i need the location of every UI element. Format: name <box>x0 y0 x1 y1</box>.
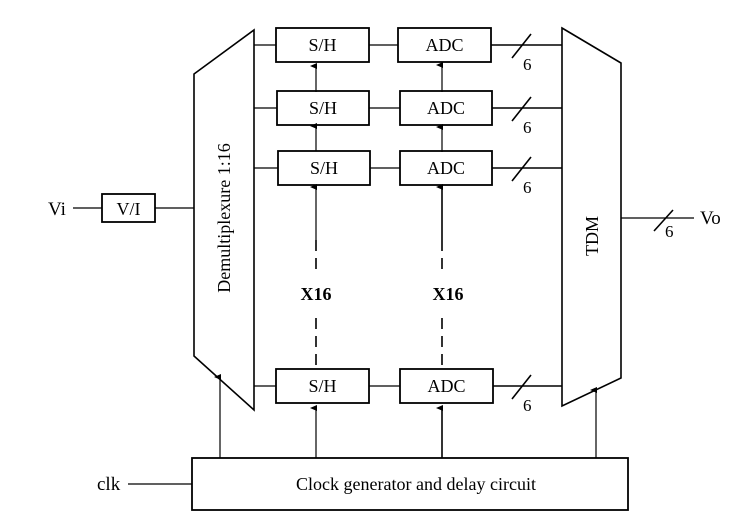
sample-hold-label: S/H <box>308 376 336 396</box>
bus-width-label: 6 <box>523 396 532 415</box>
bus-width-label: 6 <box>523 178 532 197</box>
bus-width-slash <box>511 96 532 122</box>
bus-width-label: 6 <box>523 118 532 137</box>
sample-hold-label: S/H <box>310 158 338 178</box>
output-label-vo: Vo <box>700 208 721 229</box>
bus-width-slash <box>511 374 532 400</box>
channel-row: S/H ADC 6 <box>254 90 562 137</box>
clock-generator-block <box>191 457 629 511</box>
channel-row: S/H ADC 6 <box>254 27 562 74</box>
sample-hold-block <box>275 368 370 404</box>
tdm-label: TDM <box>582 216 602 256</box>
channel-row: S/H ADC 6 <box>254 368 562 415</box>
bus-width-slash <box>511 156 532 182</box>
adc-repeat-label: X16 <box>433 284 464 304</box>
output-bus-slash <box>653 209 674 232</box>
sample-hold-block <box>276 90 370 126</box>
channel-row: S/H ADC 6 <box>254 150 562 197</box>
clock-generator-label: Clock generator and delay circuit <box>296 474 536 494</box>
adc-block <box>399 150 493 186</box>
demux-label: Demultiplexure 1:16 <box>214 143 234 292</box>
sample-hold-block <box>275 27 370 63</box>
adc-label: ADC <box>427 376 465 396</box>
adc-label: ADC <box>425 35 463 55</box>
sh-repeat-label: X16 <box>301 284 332 304</box>
bus-width-slash <box>511 33 532 59</box>
sample-hold-label: S/H <box>308 35 336 55</box>
input-label-vi: Vi <box>48 199 66 220</box>
sample-hold-label: S/H <box>309 98 337 118</box>
clock-input-label: clk <box>97 474 121 495</box>
demux-block <box>193 28 255 412</box>
output-bus-width: 6 <box>665 222 674 241</box>
adc-block <box>399 90 493 126</box>
tdm-block <box>561 26 622 408</box>
bus-width-label: 6 <box>523 55 532 74</box>
vi-converter-label: V/I <box>117 199 141 219</box>
adc-label: ADC <box>427 98 465 118</box>
sample-hold-block <box>277 150 371 186</box>
adc-label: ADC <box>427 158 465 178</box>
